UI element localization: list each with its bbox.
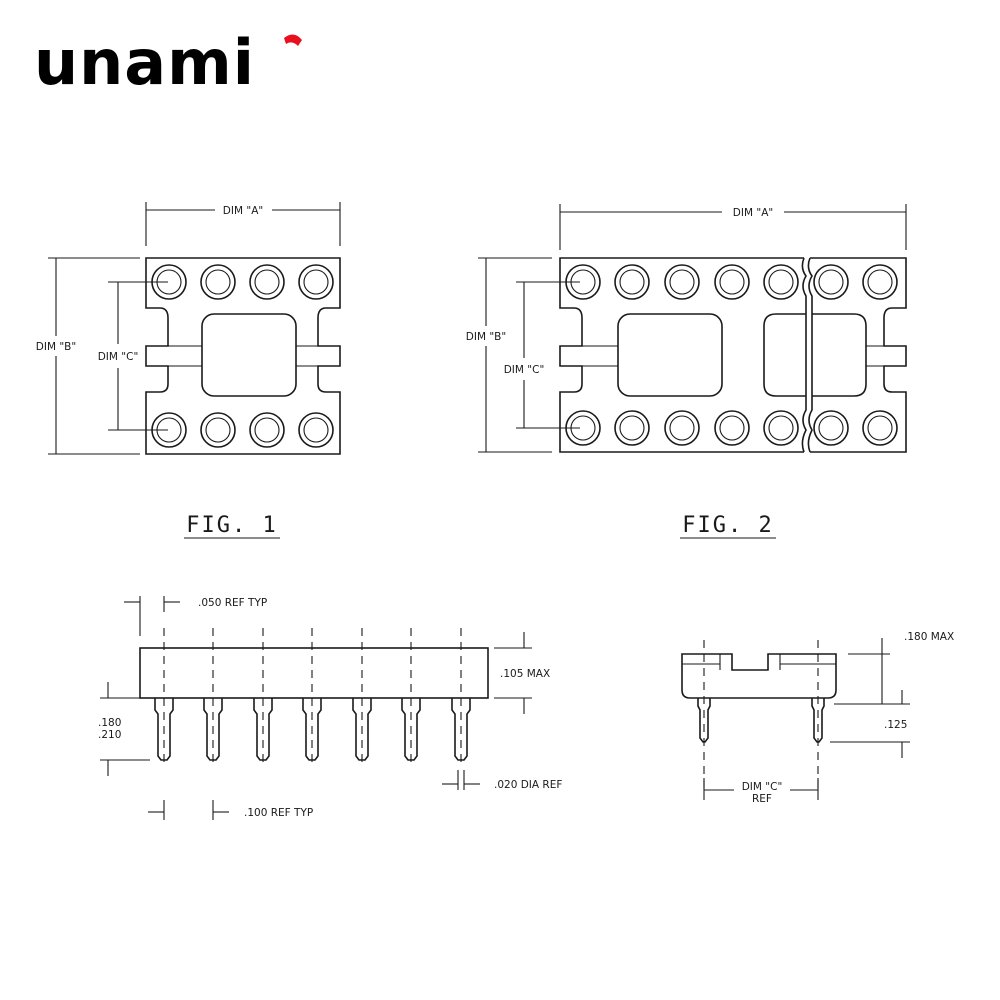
figure-1: DIM "A" DIM "B" DIM "C" FIG: [36, 202, 341, 539]
end-dim-c-label: DIM "C": [742, 781, 783, 793]
fig1-center-window: [201, 313, 297, 397]
fig1-dim-b-label: DIM "B": [36, 341, 76, 353]
fig1-contacts: [151, 264, 334, 448]
fig2-dim-a-label: DIM "A": [733, 207, 773, 219]
fig2-dim-c-label: DIM "C": [504, 364, 545, 376]
logo-accent-mark: [284, 34, 302, 46]
pitch-label: .100 REF TYP: [244, 807, 313, 819]
end-tail-label: .125: [884, 719, 907, 731]
fig2-center-window-left: [617, 313, 723, 397]
fig1-caption: FIG. 1: [186, 513, 277, 538]
end-height-label: .180 MAX: [904, 631, 954, 643]
fig2-socket-outline-left: [559, 257, 804, 453]
end-view: .180 MAX .125 DIM "C" REF: [681, 631, 954, 805]
fig2-caption: FIG. 2: [682, 513, 773, 538]
side-view-body: [139, 647, 489, 699]
fig1-socket-outline: [145, 257, 341, 455]
pin-length-1-label: .180: [98, 717, 121, 729]
fig2-contacts: [565, 264, 898, 446]
body-height-label: .105 MAX: [500, 668, 550, 680]
brand-logo: unami: [34, 26, 302, 99]
pin-length-2-label: .210: [98, 729, 121, 741]
end-view-body: [681, 653, 837, 699]
brand-name: unami: [34, 26, 255, 99]
fig1-dim-c-label: DIM "C": [98, 351, 139, 363]
fig1-dim-a-label: DIM "A": [223, 205, 263, 217]
side-view-pins: [154, 698, 471, 761]
fig2-socket-outline-right: [810, 257, 907, 453]
pin-dia-label: .020 DIA REF: [494, 779, 562, 791]
side-view: .050 REF TYP .105 MAX .180 .210 .020 DIA…: [98, 596, 562, 820]
figure-2: DIM "A" DIM "B" DIM "C": [466, 204, 907, 539]
end-dim-c-ref-label: REF: [752, 793, 772, 805]
pitch-half-label: .050 REF TYP: [198, 597, 267, 609]
fig2-dim-b-label: DIM "B": [466, 331, 506, 343]
